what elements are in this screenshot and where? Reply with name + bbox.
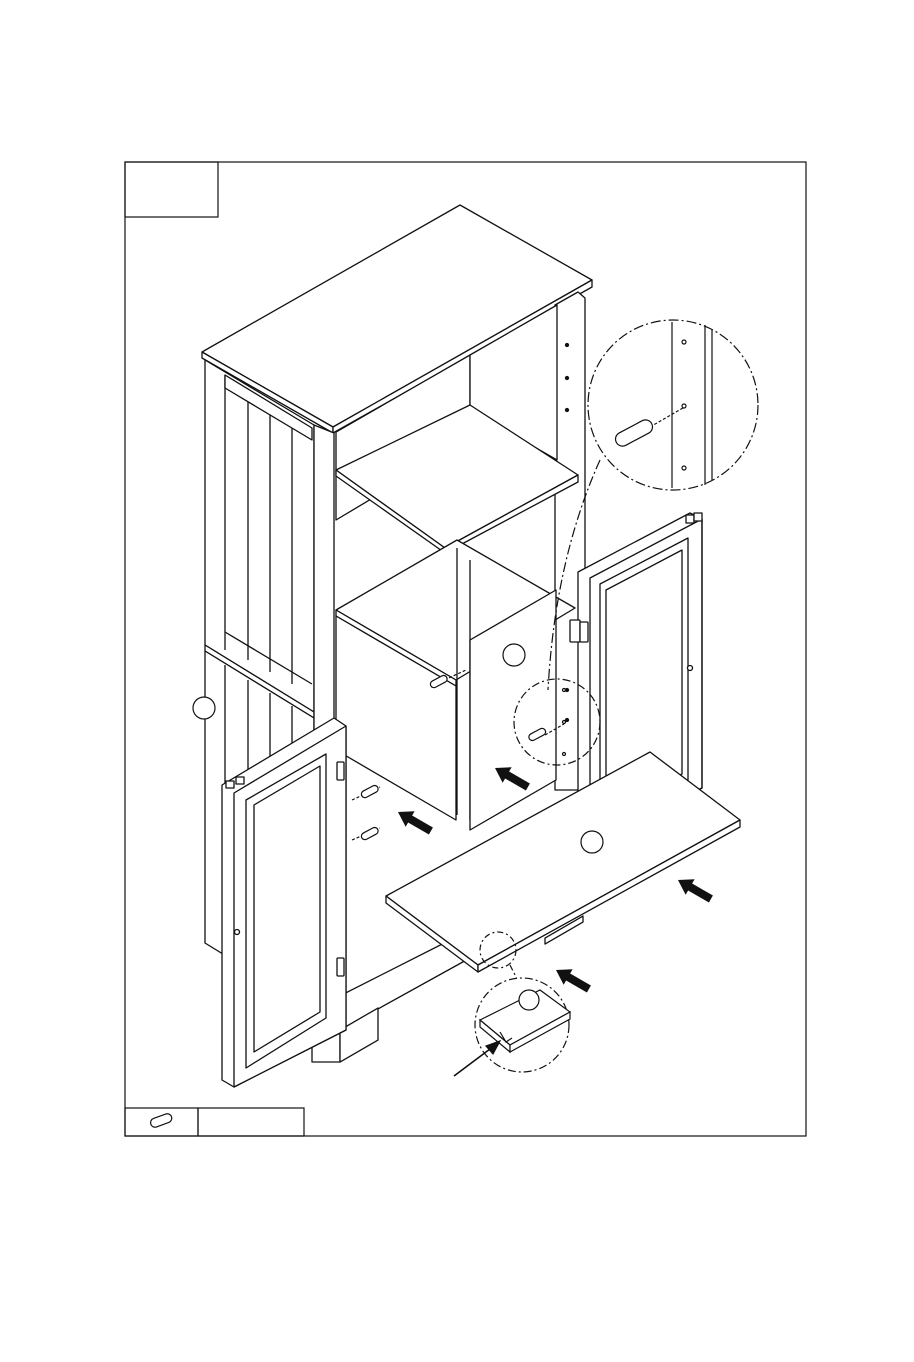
- door-hinge: [570, 620, 588, 642]
- step-number-box: [125, 162, 218, 217]
- arrow-icon: [394, 804, 436, 839]
- part-callout-back-panel: [503, 644, 525, 666]
- arrow-icon: [674, 872, 716, 907]
- dowel: [352, 826, 380, 841]
- part-callout-left-side-panel: [193, 697, 215, 719]
- part-callout-shelf-detail: [519, 990, 539, 1010]
- arrow-icon: [552, 962, 594, 997]
- left-door: [222, 718, 346, 1087]
- dowel: [352, 784, 380, 800]
- wooden-dowel-icon: [149, 1112, 173, 1128]
- parts-legend: [125, 1108, 304, 1136]
- part-callout-shelf: [581, 831, 603, 853]
